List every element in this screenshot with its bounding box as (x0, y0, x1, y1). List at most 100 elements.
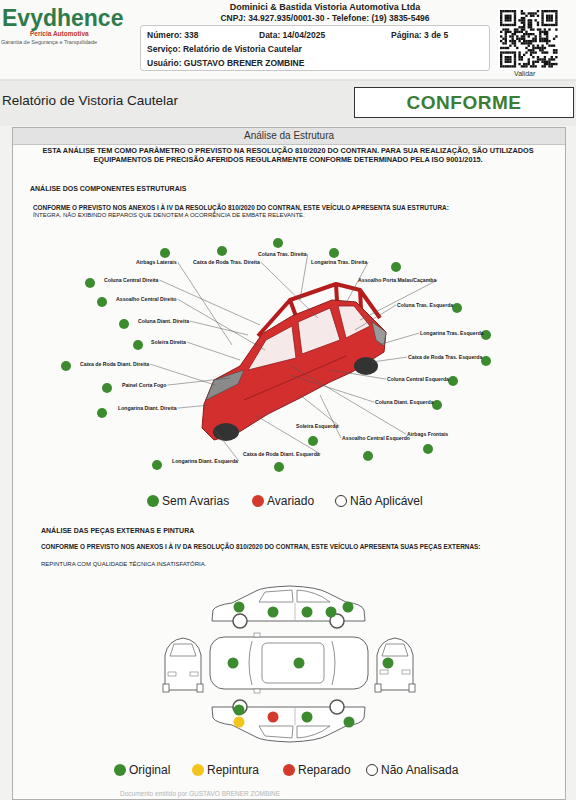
subsection-heading: ANÁLISE DOS COMPONENTES ESTRUTURAIS (30, 185, 186, 193)
qr-module (500, 12, 502, 14)
qr-module (500, 61, 502, 63)
qr-module (544, 24, 546, 26)
qr-module (551, 24, 553, 26)
qr-module (544, 33, 546, 35)
part-label: Caixa de Roda Tras. Esquerda (408, 354, 482, 360)
qr-module (530, 22, 532, 24)
qr-caption: Validar (514, 70, 535, 78)
qr-module (541, 65, 543, 67)
qr-module (523, 38, 525, 40)
qr-module (532, 15, 534, 17)
legend-swatch (252, 495, 264, 507)
header-field: Número: 338 (147, 30, 199, 40)
qr-module (532, 51, 534, 53)
part-label: Soleira Esquerda (296, 423, 338, 429)
qr-module (507, 58, 509, 60)
part-label: Painel Corta Fogo (122, 382, 166, 388)
qr-module (535, 47, 537, 49)
qr-module (505, 31, 507, 33)
header-rule (0, 80, 576, 81)
qr-module (525, 63, 527, 65)
qr-module (551, 15, 553, 17)
qr-module (505, 65, 507, 67)
header-field: Data: 14/04/2025 (259, 30, 325, 40)
qr-module (530, 40, 532, 42)
qr-module (532, 47, 534, 49)
qr-module (548, 40, 550, 42)
qr-module (546, 31, 548, 33)
header-paper (0, 0, 576, 80)
qr-module (523, 42, 525, 44)
brand-tagline: Perícia Automotiva (30, 30, 89, 38)
qr-module (541, 61, 543, 63)
brand-logo: Evydhence (2, 5, 123, 33)
qr-module (518, 51, 520, 53)
qr-module (539, 35, 541, 37)
qr-module (553, 63, 555, 65)
qr-module (505, 51, 507, 53)
qr-module (502, 65, 504, 67)
qr-module (514, 17, 516, 19)
qr-module (551, 17, 553, 19)
qr-module (541, 24, 543, 26)
qr-module (523, 35, 525, 37)
qr-module (555, 19, 557, 21)
qr-module (546, 35, 548, 37)
qr-background (498, 8, 560, 70)
qr-module (512, 33, 514, 35)
qr-module (544, 31, 546, 33)
legend-swatch (192, 764, 204, 776)
qr-module (505, 28, 507, 30)
qr-module (555, 10, 557, 12)
qr-module (528, 19, 530, 21)
qr-module (555, 49, 557, 51)
qr-module (551, 45, 553, 47)
qr-module (530, 15, 532, 17)
qr-module (500, 19, 502, 21)
qr-module (516, 28, 518, 30)
qr-module (500, 40, 502, 42)
part-label: Longarina Tras. Esquerda (420, 330, 484, 336)
qr-module (523, 24, 525, 26)
qr-module (512, 24, 514, 26)
qr-module (532, 38, 534, 40)
qr-module (551, 58, 553, 60)
qr-module (514, 31, 516, 33)
qr-module (500, 65, 502, 67)
body-text: CONFORME O PREVISTO NOS ANEXOS I À IV DA… (41, 543, 511, 551)
qr-module (546, 42, 548, 44)
qr-module (530, 49, 532, 51)
part-label: Coluna Diant. Direita (138, 318, 189, 324)
qr-module (528, 58, 530, 60)
qr-module (523, 40, 525, 42)
qr-module (537, 10, 539, 12)
body-text: CONFORME O PREVISTO NOS ANEXOS I À IV DA… (33, 204, 553, 212)
qr-module (555, 17, 557, 19)
qr-module (512, 10, 514, 12)
qr-module (539, 38, 541, 40)
qr-module (546, 38, 548, 40)
qr-module (537, 45, 539, 47)
qr-module (514, 28, 516, 30)
qr-module (525, 15, 527, 17)
legend-swatch (335, 495, 347, 507)
qr-module (525, 47, 527, 49)
qr-module (523, 22, 525, 24)
qr-module (530, 65, 532, 67)
qr-module (530, 12, 532, 14)
qr-module (507, 24, 509, 26)
qr-module (532, 28, 534, 30)
qr-module (500, 54, 502, 56)
qr-module (548, 63, 550, 65)
qr-module (555, 22, 557, 24)
qr-module (518, 26, 520, 28)
qr-module (514, 40, 516, 42)
qr-module (532, 33, 534, 35)
qr-module (502, 42, 504, 44)
qr-module (523, 28, 525, 30)
qr-module (514, 10, 516, 12)
qr-module (518, 58, 520, 60)
qr-module (523, 17, 525, 19)
qr-module (507, 51, 509, 53)
qr-module (509, 35, 511, 37)
